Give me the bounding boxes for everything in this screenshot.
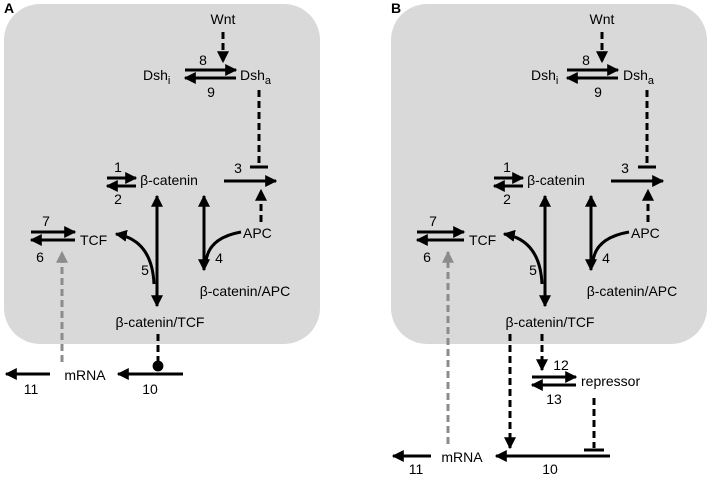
beta-catenin-label: β-catenin bbox=[140, 172, 198, 188]
reaction-1-label: 1 bbox=[503, 159, 511, 175]
reaction-12-label: 12 bbox=[553, 357, 569, 373]
panel-letter-b: B bbox=[391, 0, 401, 16]
apc-label: APC bbox=[243, 225, 272, 241]
reaction-3-label: 3 bbox=[621, 160, 629, 176]
mrna-label: mRNA bbox=[441, 449, 483, 465]
reaction-7-label: 7 bbox=[429, 213, 437, 229]
reaction-2-label: 2 bbox=[114, 191, 122, 207]
dsh-a-label: Dsha bbox=[623, 67, 655, 87]
wnt-label: Wnt bbox=[211, 11, 236, 27]
beta-catenin-label: β-catenin bbox=[527, 172, 585, 188]
reaction-9-label: 9 bbox=[594, 84, 602, 100]
reaction-6-label: 6 bbox=[36, 249, 44, 265]
tcf-label: TCF bbox=[80, 232, 107, 248]
reaction-8-label: 8 bbox=[199, 52, 207, 68]
beta-catenin-apc-label: β-catenin/APC bbox=[587, 283, 678, 299]
reaction-5-label: 5 bbox=[529, 262, 537, 278]
beta-catenin-tcf-label: β-catenin/TCF bbox=[506, 314, 595, 330]
reaction-5-label: 5 bbox=[141, 262, 149, 278]
reaction-10-label: 10 bbox=[142, 381, 158, 397]
reaction-7-label: 7 bbox=[42, 213, 50, 229]
reaction-10-label: 10 bbox=[542, 461, 558, 477]
mrna-label: mRNA bbox=[64, 367, 106, 383]
reaction-11-label: 11 bbox=[24, 381, 39, 397]
reaction-11-label: 11 bbox=[409, 461, 424, 477]
tcf-binding-curve bbox=[502, 229, 544, 285]
apc-binding-curve bbox=[204, 230, 242, 263]
apc-label: APC bbox=[631, 225, 660, 241]
dsh-i-label: Dshi bbox=[143, 67, 170, 87]
reaction-8-label: 8 bbox=[582, 52, 590, 68]
panel-a: A Wnt Dshi Dsha 8 9 β-catenin 1 2 3 APC … bbox=[4, 0, 320, 397]
reaction-4-label: 4 bbox=[215, 250, 223, 266]
panel-letter-a: A bbox=[4, 0, 14, 16]
reaction-6-label: 6 bbox=[423, 249, 431, 265]
beta-catenin-tcf-label: β-catenin/TCF bbox=[116, 314, 205, 330]
reaction-3-label: 3 bbox=[234, 160, 242, 176]
panel-b: B Wnt Dshi Dsha 8 9 β-catenin 1 2 3 APC … bbox=[391, 0, 707, 477]
reaction-2-label: 2 bbox=[503, 191, 511, 207]
dsh-i-label: Dshi bbox=[531, 67, 558, 87]
wnt-label: Wnt bbox=[590, 11, 615, 27]
repressor-label: repressor bbox=[581, 373, 640, 389]
apc-binding-curve bbox=[591, 230, 630, 263]
tcf-label: TCF bbox=[469, 232, 496, 248]
beta-catenin-apc-label: β-catenin/APC bbox=[200, 283, 291, 299]
reaction-13-label: 13 bbox=[546, 391, 562, 407]
reaction-9-label: 9 bbox=[207, 84, 215, 100]
dsh-a-label: Dsha bbox=[240, 67, 272, 87]
reaction-4-label: 4 bbox=[602, 250, 610, 266]
tcf-binding-curve bbox=[114, 229, 156, 285]
cell-box-a bbox=[4, 4, 320, 344]
cell-box-b bbox=[391, 4, 707, 344]
reaction-1-label: 1 bbox=[114, 159, 122, 175]
